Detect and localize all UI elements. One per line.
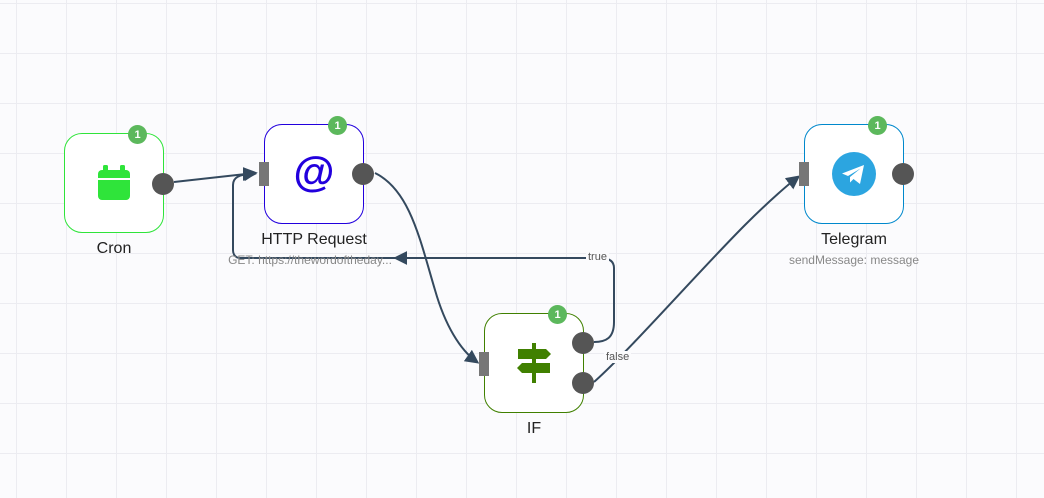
if-title: IF [526, 420, 542, 437]
connection-cron-to-http[interactable] [173, 167, 258, 183]
telegram-run-count-badge: 1 [868, 116, 887, 135]
cron-title: Cron [96, 240, 132, 257]
if-input-handle[interactable] [479, 352, 489, 376]
http-request-node[interactable]: @ 1 [259, 116, 374, 224]
telegram-node[interactable]: 1 [799, 116, 914, 224]
if-output-false-handle[interactable] [572, 372, 594, 394]
connection-http-to-if[interactable] [374, 172, 480, 364]
http-run-count-badge: 1 [328, 116, 347, 135]
if-output-true-handle[interactable] [572, 332, 594, 354]
telegram-icon-wrap [805, 125, 903, 223]
telegram-subtitle: sendMessage: message [788, 253, 920, 267]
at-sign-icon: @ [293, 148, 335, 195]
connection-true-label: true [586, 251, 609, 263]
http-output-handle[interactable] [352, 163, 374, 185]
if-icon-wrap [485, 314, 583, 412]
http-icon-wrap: @ [265, 125, 363, 223]
http-subtitle: GET: https://thewordoftheday... [228, 253, 392, 267]
cron-output-handle[interactable] [152, 173, 174, 195]
if-node[interactable]: 1 [479, 305, 594, 413]
http-title: HTTP Request [261, 231, 367, 248]
cron-run-count-badge: 1 [128, 125, 147, 144]
if-run-count-badge: 1 [548, 305, 567, 324]
telegram-icon [832, 152, 876, 196]
telegram-output-handle[interactable] [892, 163, 914, 185]
cron-node[interactable]: 1 [64, 125, 174, 233]
http-input-handle[interactable] [259, 162, 269, 186]
signpost-icon [517, 343, 551, 383]
connection-false-label: false [604, 351, 632, 363]
cron-icon-wrap [65, 134, 163, 232]
calendar-icon [98, 165, 130, 200]
telegram-title: Telegram [821, 231, 887, 248]
telegram-input-handle[interactable] [799, 162, 809, 186]
